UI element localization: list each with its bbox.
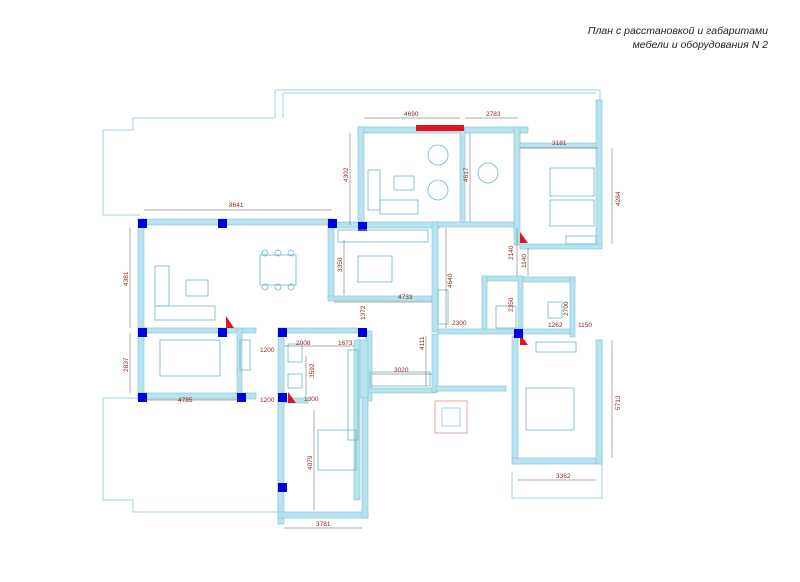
dim-4381: 4381	[123, 271, 130, 286]
dim-2783: 2783	[486, 111, 501, 118]
accent-bar	[416, 125, 464, 131]
dim-5713: 5713	[615, 395, 622, 410]
dim-1262: 1262	[548, 322, 563, 329]
dim-1150: 1150	[578, 322, 592, 329]
door-marker	[226, 316, 234, 328]
dim-4785: 4785	[178, 397, 193, 404]
dim-1200-a: 1200	[260, 347, 275, 354]
dim-3020: 3020	[394, 367, 409, 374]
plan-title-line1: План с расстановкой и габаритами	[587, 25, 768, 37]
columns	[138, 219, 523, 492]
dim-3592: 3592	[309, 363, 316, 378]
dim-1200-b: 1200	[260, 397, 275, 404]
dim-4733: 4733	[398, 294, 413, 301]
dim-4111: 4111	[419, 336, 426, 350]
dim-4302: 4302	[343, 167, 350, 182]
dim-2350: 2350	[508, 297, 515, 312]
dim-2300: 2300	[452, 320, 467, 327]
furniture	[154, 144, 597, 471]
plan-title: План с расстановкой и габаритами мебели …	[588, 24, 768, 52]
dim-1140: 1140	[521, 254, 528, 268]
dim-1300: 1300	[304, 396, 319, 403]
dim-4079: 4079	[307, 455, 314, 470]
door-marker	[288, 392, 296, 403]
dim-2837: 2837	[123, 357, 130, 372]
dim-4617: 4617	[463, 167, 470, 182]
dim-2008: 2008	[296, 340, 311, 347]
plan-title-line2: мебели и оборудования N 2	[632, 39, 768, 51]
dim-4284: 4284	[615, 191, 622, 206]
dim-2700: 2700	[563, 301, 570, 316]
dimension-labels: 4690 2783 3181 8641 4733 2300 1262 1150 …	[123, 111, 622, 528]
dim-3350: 3350	[337, 257, 344, 272]
fireplace	[434, 400, 468, 434]
dim-8641: 8641	[229, 202, 244, 209]
dim-4690: 4690	[404, 111, 419, 118]
dim-4640: 4640	[447, 273, 454, 288]
dim-2140: 2140	[508, 245, 515, 260]
dim-1673: 1673	[338, 340, 353, 347]
dim-1372: 1372	[360, 305, 367, 320]
accents	[226, 125, 528, 434]
dim-3362: 3362	[556, 473, 571, 480]
dimension-lines	[129, 117, 613, 529]
walls	[137, 99, 603, 525]
door-marker	[520, 232, 528, 243]
dim-3781: 3781	[316, 521, 331, 528]
dim-3181: 3181	[552, 140, 567, 147]
